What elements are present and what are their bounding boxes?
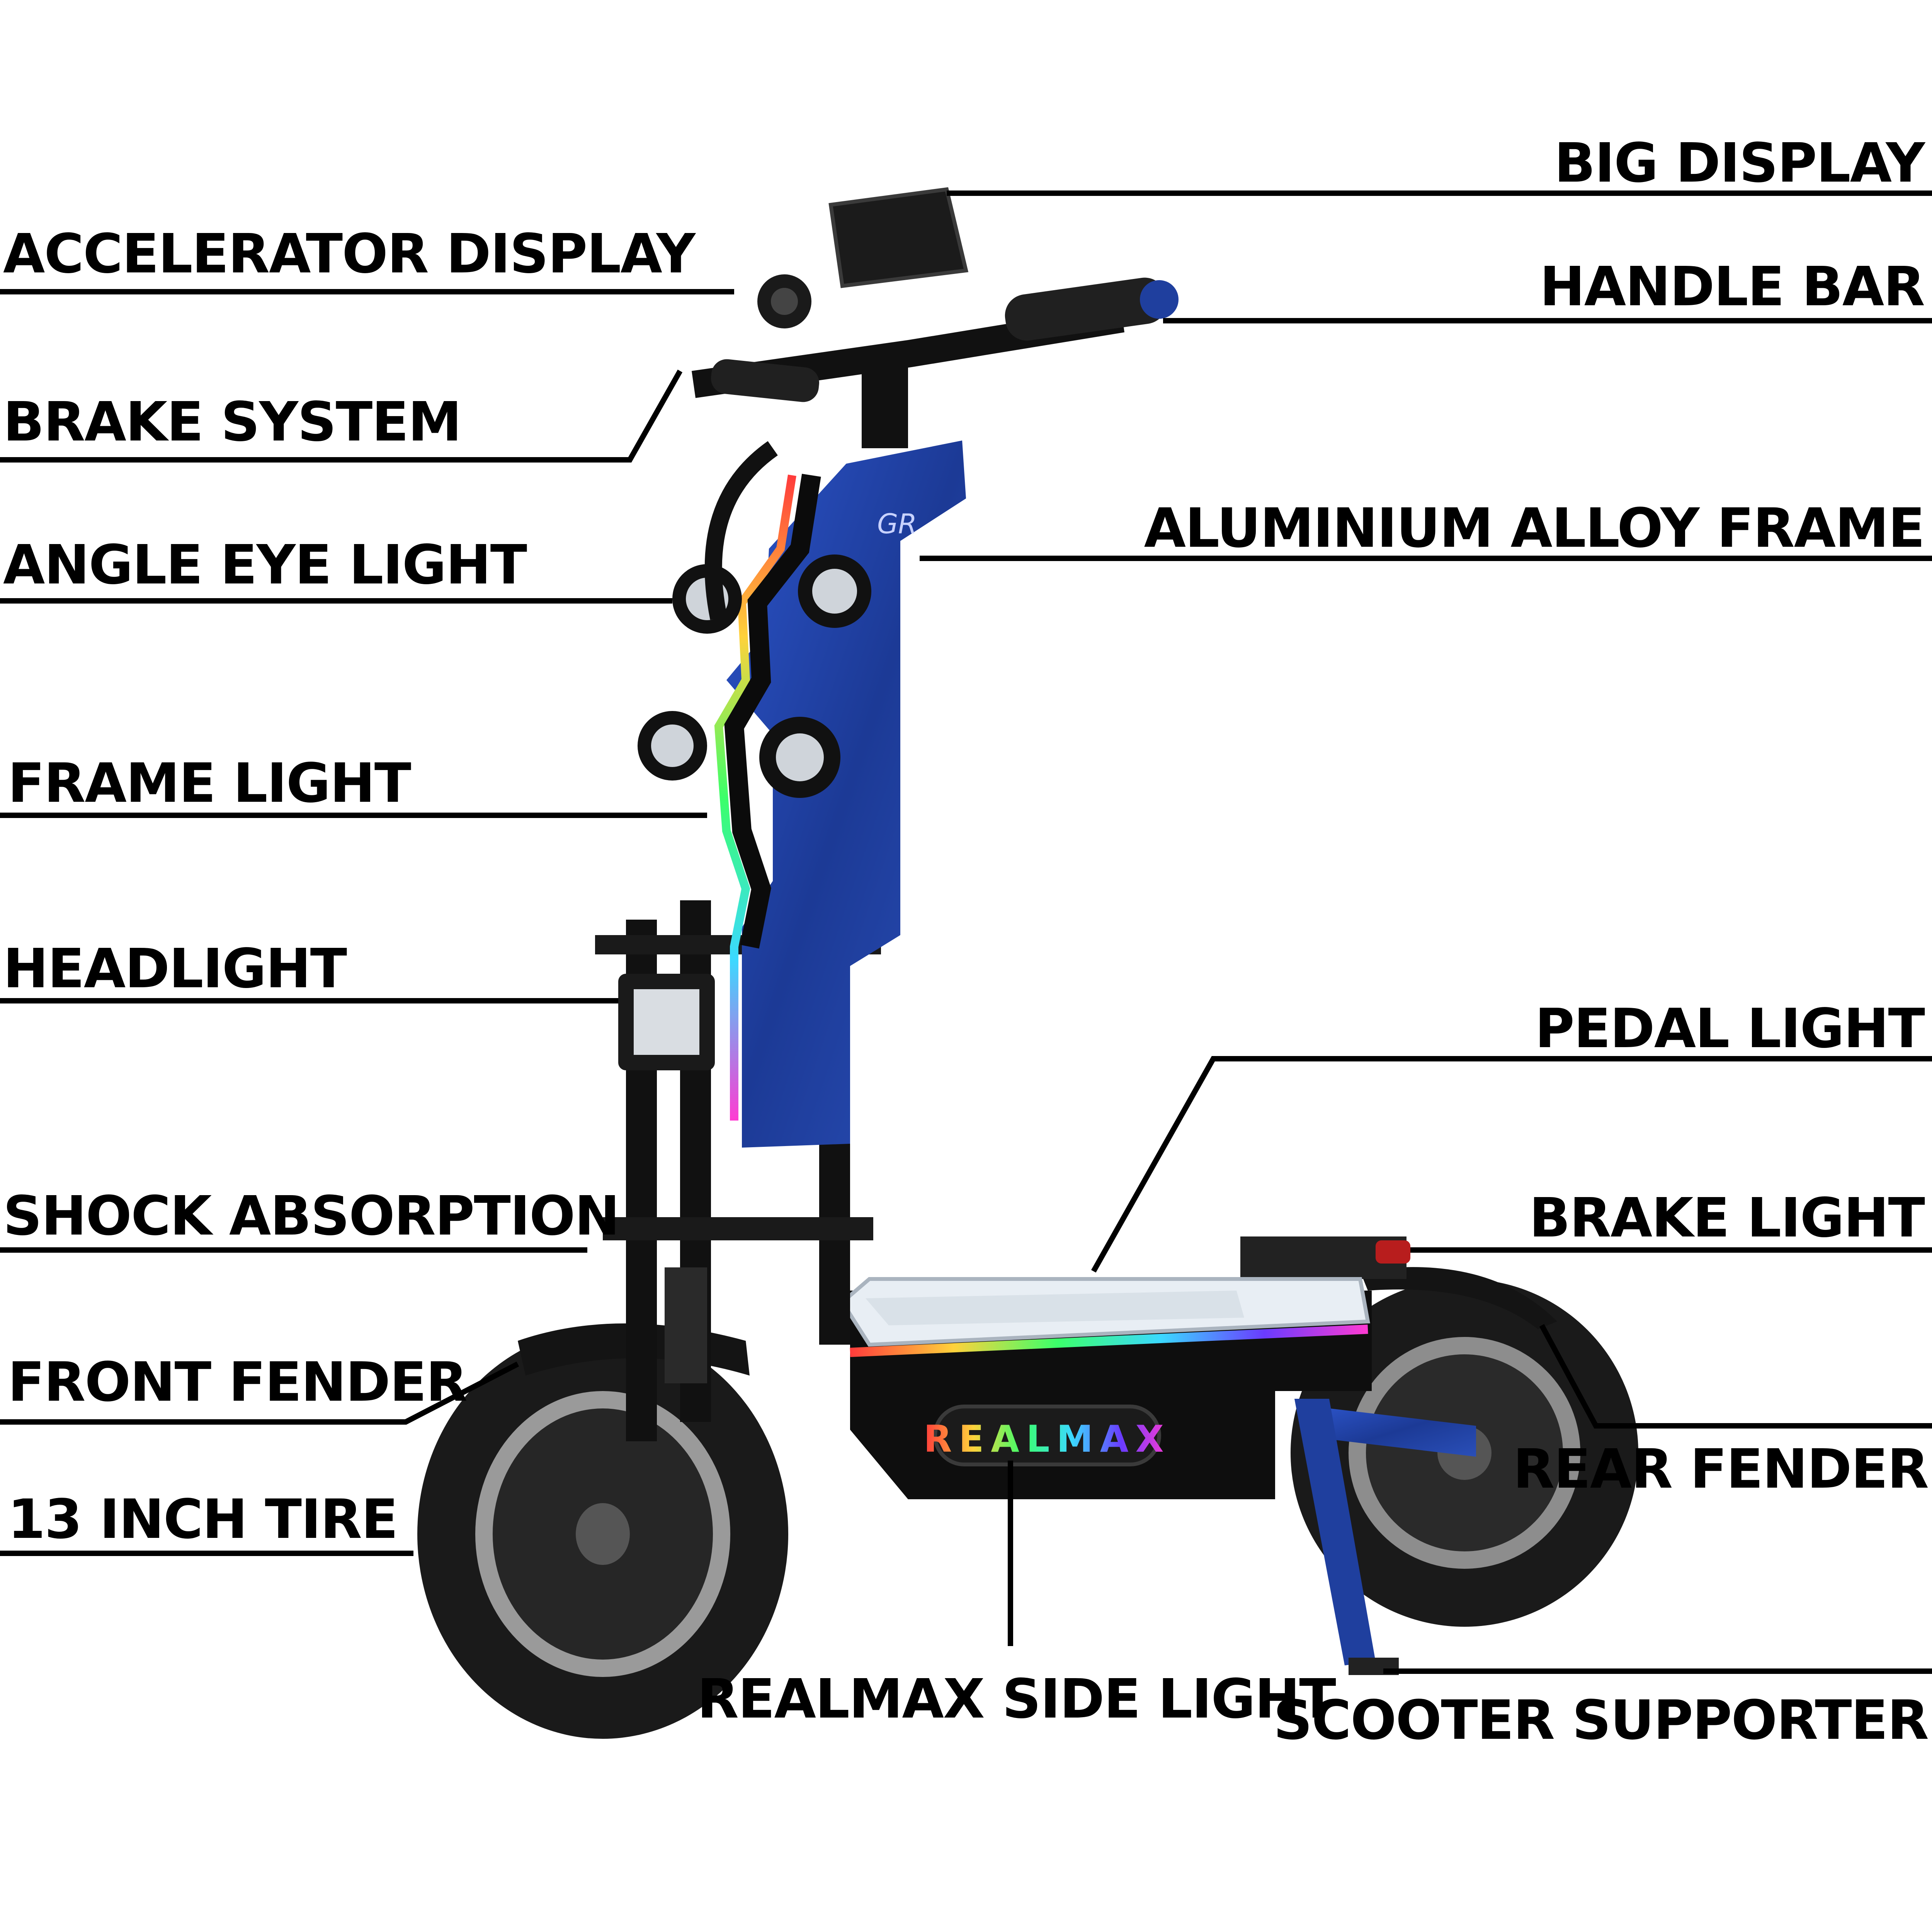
label-accelerator-display: ACCELERATOR DISPLAY xyxy=(3,223,696,286)
label-frame-light: FRAME LIGHT xyxy=(8,752,411,815)
leader-pedal-light xyxy=(1091,1056,1932,1273)
front-wheel xyxy=(417,1329,788,1739)
frame-mark: GR xyxy=(877,508,917,540)
rear-swing-arm xyxy=(1314,1406,1476,1457)
deck: REALMAX xyxy=(840,1277,1372,1499)
leader-rear-fender xyxy=(1539,1324,1932,1429)
label-big-display: BIG DISPLAY xyxy=(1554,132,1925,195)
leader-lines xyxy=(0,190,1932,1674)
labels: ACCELERATOR DISPLAY BRAKE SYSTEM ANGLE E… xyxy=(3,132,1929,1752)
label-rear-fender: REAR FENDER xyxy=(1513,1438,1928,1501)
realmax-logo-plate xyxy=(933,1405,1161,1466)
label-brake-system: BRAKE SYSTEM xyxy=(3,391,461,454)
leader-brake-system xyxy=(0,369,683,463)
label-shock-absorption: SHOCK ABSORPTION xyxy=(3,1185,619,1248)
label-brake-light: BRAKE LIGHT xyxy=(1529,1187,1925,1250)
realmax-logo-text: REALMAX xyxy=(923,1418,1170,1461)
scooter-illustration: REALMAX GR xyxy=(417,187,1638,1739)
handlebar-shape xyxy=(692,277,1179,620)
label-supporter: SCOOTER SUPPORTER xyxy=(1274,1689,1928,1752)
brake-light-lamp xyxy=(1376,1240,1410,1264)
headlight-shape xyxy=(618,974,715,1070)
label-tire: 13 INCH TIRE xyxy=(8,1488,398,1551)
frame-light-strip xyxy=(714,474,796,1121)
label-angle-eye-light: ANGLE EYE LIGHT xyxy=(3,534,527,597)
rear-fender xyxy=(1360,1267,1557,1329)
label-aluminium-frame: ALUMINIUM ALLOY FRAME xyxy=(1144,497,1924,560)
leader-front-fender xyxy=(0,1361,519,1425)
aluminium-frame-shape xyxy=(726,440,966,1148)
label-handle-bar: HANDLE BAR xyxy=(1540,255,1924,318)
label-front-fender: FRONT FENDER xyxy=(8,1351,467,1414)
accelerator-display-shape xyxy=(757,274,811,328)
label-pedal-light: PEDAL LIGHT xyxy=(1535,997,1925,1060)
label-side-light: REALMAX SIDE LIGHT xyxy=(697,1668,1336,1731)
big-display-shape xyxy=(828,187,969,288)
label-headlight: HEADLIGHT xyxy=(3,937,347,1000)
